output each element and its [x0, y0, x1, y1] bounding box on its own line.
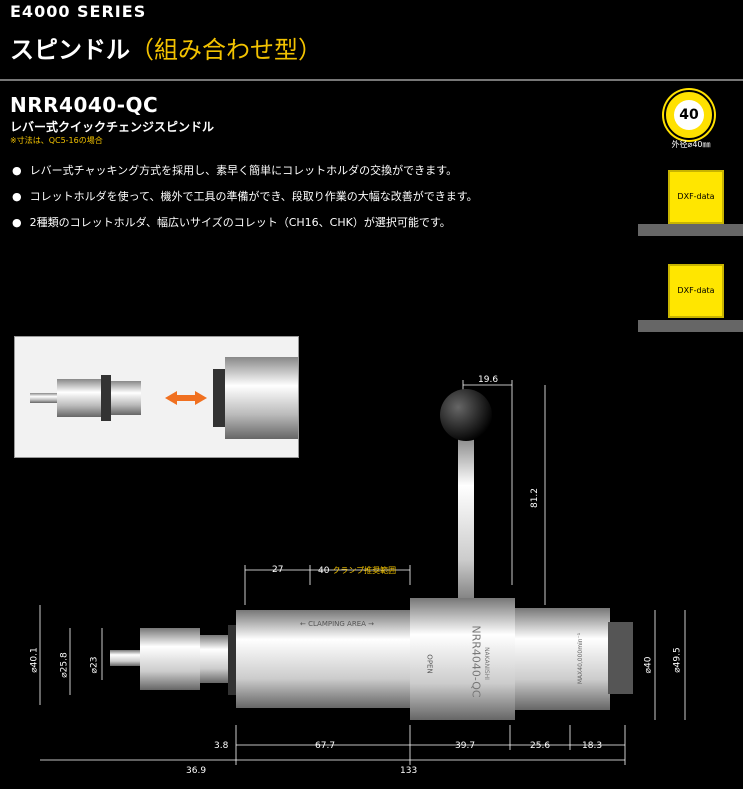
dim-18-3: 18.3 [582, 741, 603, 751]
tool-shank [30, 393, 60, 403]
model-print: NRR4040-QC [469, 625, 483, 698]
holder-taper [200, 635, 230, 683]
diameter-badge: 40 [664, 90, 714, 140]
feature-item: レバー式チャッキング方式を採用し、素早く簡単にコレットホルダの交換ができます。 [12, 158, 478, 184]
holder-flange [101, 375, 111, 421]
swap-arrow-icon [165, 391, 207, 405]
brand-print: NAKANISHI [482, 647, 490, 680]
dxf-data-button[interactable]: DXF-data [668, 170, 724, 224]
diameter-badge-value: 40 [674, 100, 704, 130]
dim-dia-23: ⌀23 [89, 656, 100, 674]
dim-67-7: 67.7 [315, 741, 336, 751]
dxf-data-button[interactable]: DXF-data [668, 264, 724, 318]
clamping-area-print: ← CLAMPING AREA → [300, 620, 374, 628]
dim-dia-25: ⌀25.8 [59, 652, 70, 678]
dimension-note: ※寸法は、QC5-16の場合 [10, 136, 103, 145]
inset-illustration [30, 357, 298, 439]
max-rpm-print: MAX40,000min⁻¹ [577, 632, 585, 685]
diameter-caption: 外径⌀40㎜ [671, 140, 711, 149]
product-subtitle: レバー式クイックチェンジスピンドル [10, 120, 215, 134]
dim-25-6: 25.6 [530, 741, 551, 751]
clamp-housing [410, 598, 515, 720]
lever-knob [440, 389, 492, 441]
feature-item: コレットホルダを使って、機外で工具の準備ができ、段取り作業の大幅な改善ができます… [12, 184, 478, 210]
spindle-rear-body [515, 608, 610, 710]
dim-lever-height: 81.2 [530, 487, 541, 509]
open-print: OPEN [425, 654, 434, 674]
holder-taper [111, 381, 141, 415]
dxf-divider [638, 224, 743, 236]
dim-dia-49: ⌀49.5 [672, 647, 683, 673]
tool-shank [110, 650, 140, 666]
page-title: スピンドル（組み合わせ型） [10, 30, 322, 65]
dim-27: 27 [272, 565, 284, 575]
spindle-front-body [236, 610, 416, 708]
collet-change-inset [14, 336, 299, 458]
dxf-divider [638, 320, 743, 332]
dimension-lines [39, 380, 686, 765]
dim-clamp: 40 クランプ推奨範囲 [318, 565, 396, 576]
feature-item: 2種類のコレットホルダ、幅広いサイズのコレット（CH16、CHK）が選択可能です… [12, 210, 478, 236]
holder-flange [228, 625, 238, 695]
spindle-drawing [39, 380, 686, 765]
spindle-body [225, 357, 298, 439]
model-name: NRR4040-QC [10, 93, 159, 117]
dim-39-7: 39.7 [455, 741, 476, 751]
dim-clamp-value: 40 [318, 566, 330, 576]
title-paren: （組み合わせ型） [130, 36, 322, 64]
dim-clamp-label: クランプ推奨範囲 [332, 566, 397, 575]
feature-list: レバー式チャッキング方式を採用し、素早く簡単にコレットホルダの交換ができます。 … [12, 158, 478, 236]
dim-lever-offset: 19.6 [478, 375, 499, 385]
dim-133: 133 [400, 766, 418, 776]
title-main: スピンドル [10, 36, 130, 64]
dim-dia-40: ⌀40 [643, 656, 654, 674]
rear-connector [608, 622, 633, 694]
collet-nut [140, 628, 200, 690]
dim-3-8: 3.8 [214, 741, 229, 751]
header-divider [0, 79, 743, 81]
spindle-nose [213, 369, 227, 427]
dim-dia-outer: ⌀40.1 [29, 647, 40, 673]
lever-shaft [458, 430, 474, 615]
dim-36-9: 36.9 [186, 766, 207, 776]
collet-nut [57, 379, 102, 417]
series-title: E4000 SERIES [10, 2, 147, 21]
